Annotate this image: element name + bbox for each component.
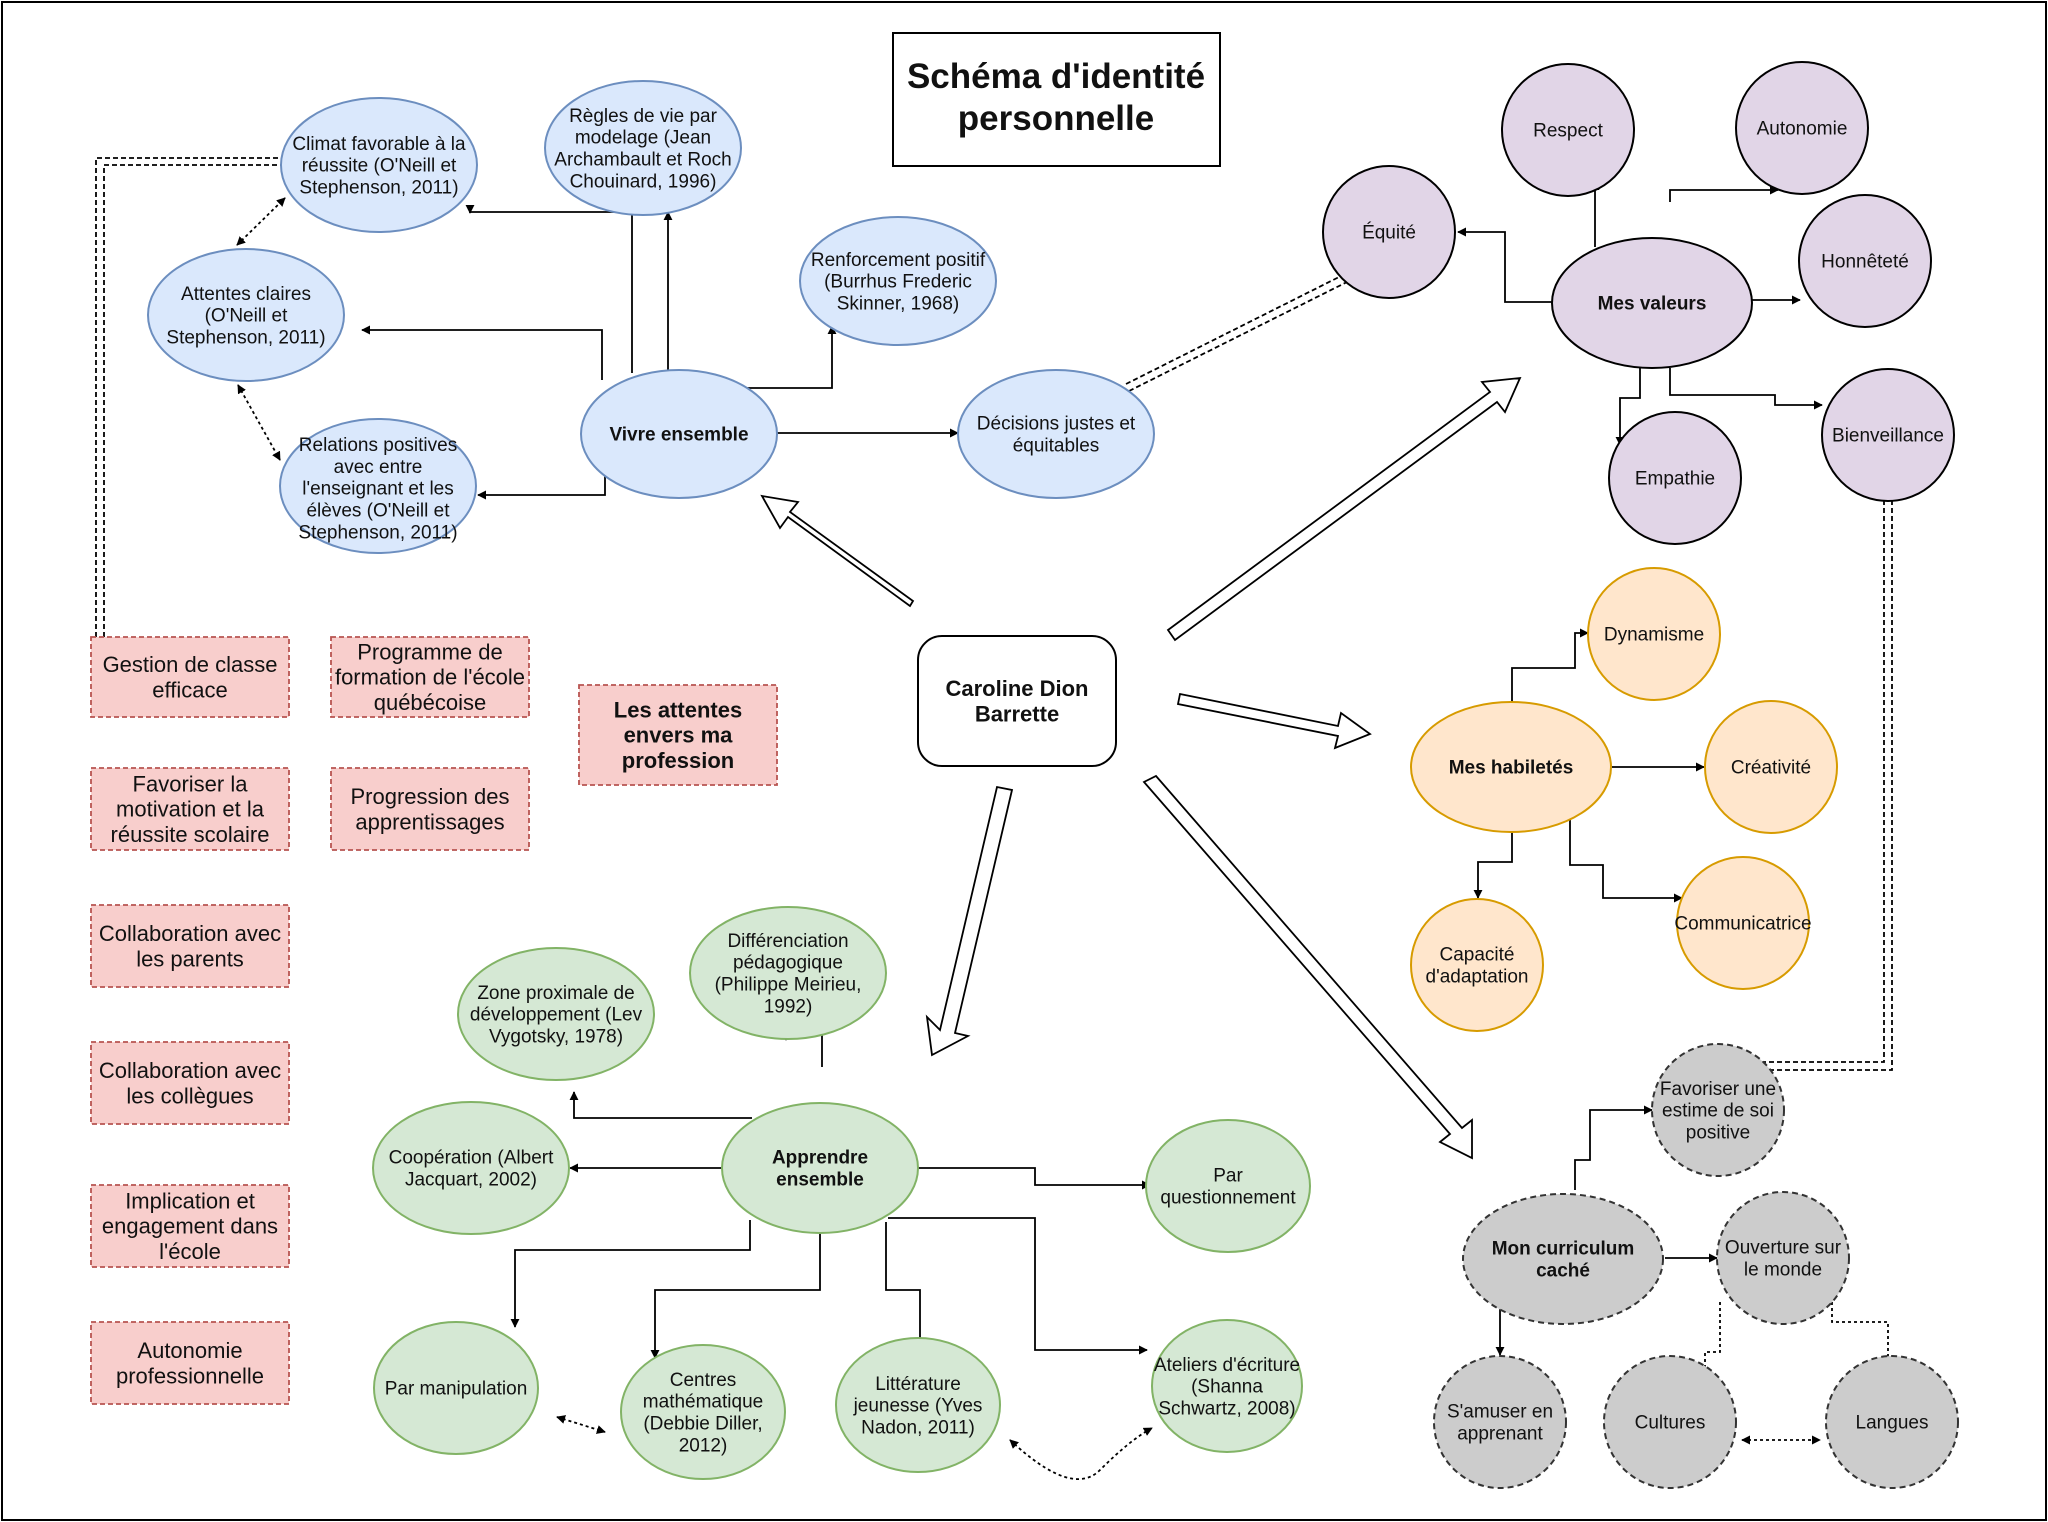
node-vivre-ensemble[interactable]: Vivre ensemble bbox=[580, 369, 778, 499]
edges bbox=[95, 157, 1893, 1480]
node-equite[interactable]: Équité bbox=[1322, 165, 1456, 299]
node-creativite-label: Créativité bbox=[1731, 758, 1811, 779]
node-respect-label: Respect bbox=[1533, 121, 1603, 142]
node-bienveillance[interactable]: Bienveillance bbox=[1821, 368, 1955, 502]
node-dynamisme[interactable]: Dynamisme bbox=[1587, 567, 1721, 701]
node-empathie[interactable]: Empathie bbox=[1608, 411, 1742, 545]
node-autonomie-label: Autonomie bbox=[1757, 119, 1848, 140]
node-cultures[interactable]: Cultures bbox=[1603, 1355, 1737, 1489]
node-cultures-label: Cultures bbox=[1635, 1413, 1706, 1434]
node-mes-valeurs[interactable]: Mes valeurs bbox=[1551, 237, 1753, 369]
node-par-manipulation-label: Par manipulation bbox=[385, 1379, 528, 1400]
node-langues-label: Langues bbox=[1856, 1413, 1929, 1434]
node-autonomie[interactable]: Autonomie bbox=[1735, 61, 1869, 195]
node-empathie-label: Empathie bbox=[1635, 469, 1715, 490]
node-equite-label: Équité bbox=[1362, 223, 1416, 244]
node-bienveillance-label: Bienveillance bbox=[1832, 426, 1944, 447]
node-mes-habiletes[interactable]: Mes habiletés bbox=[1410, 701, 1612, 833]
node-dynamisme-label: Dynamisme bbox=[1604, 625, 1704, 646]
node-langues[interactable]: Langues bbox=[1825, 1355, 1959, 1489]
node-communicatrice-label: Communicatrice bbox=[1674, 914, 1811, 935]
node-honnetete[interactable]: Honnêteté bbox=[1798, 194, 1932, 328]
node-respect[interactable]: Respect bbox=[1501, 63, 1635, 197]
node-mes-valeurs-label: Mes valeurs bbox=[1598, 294, 1707, 315]
node-honnetete-label: Honnêteté bbox=[1821, 252, 1909, 273]
node-creativite[interactable]: Créativité bbox=[1704, 700, 1838, 834]
node-communicatrice[interactable]: Communicatrice bbox=[1674, 856, 1812, 990]
node-par-manipulation[interactable]: Par manipulation bbox=[373, 1321, 539, 1455]
node-vivre-ensemble-label: Vivre ensemble bbox=[609, 425, 748, 446]
block-arrows bbox=[760, 376, 1522, 1160]
node-mes-habiletes-label: Mes habiletés bbox=[1449, 758, 1574, 779]
